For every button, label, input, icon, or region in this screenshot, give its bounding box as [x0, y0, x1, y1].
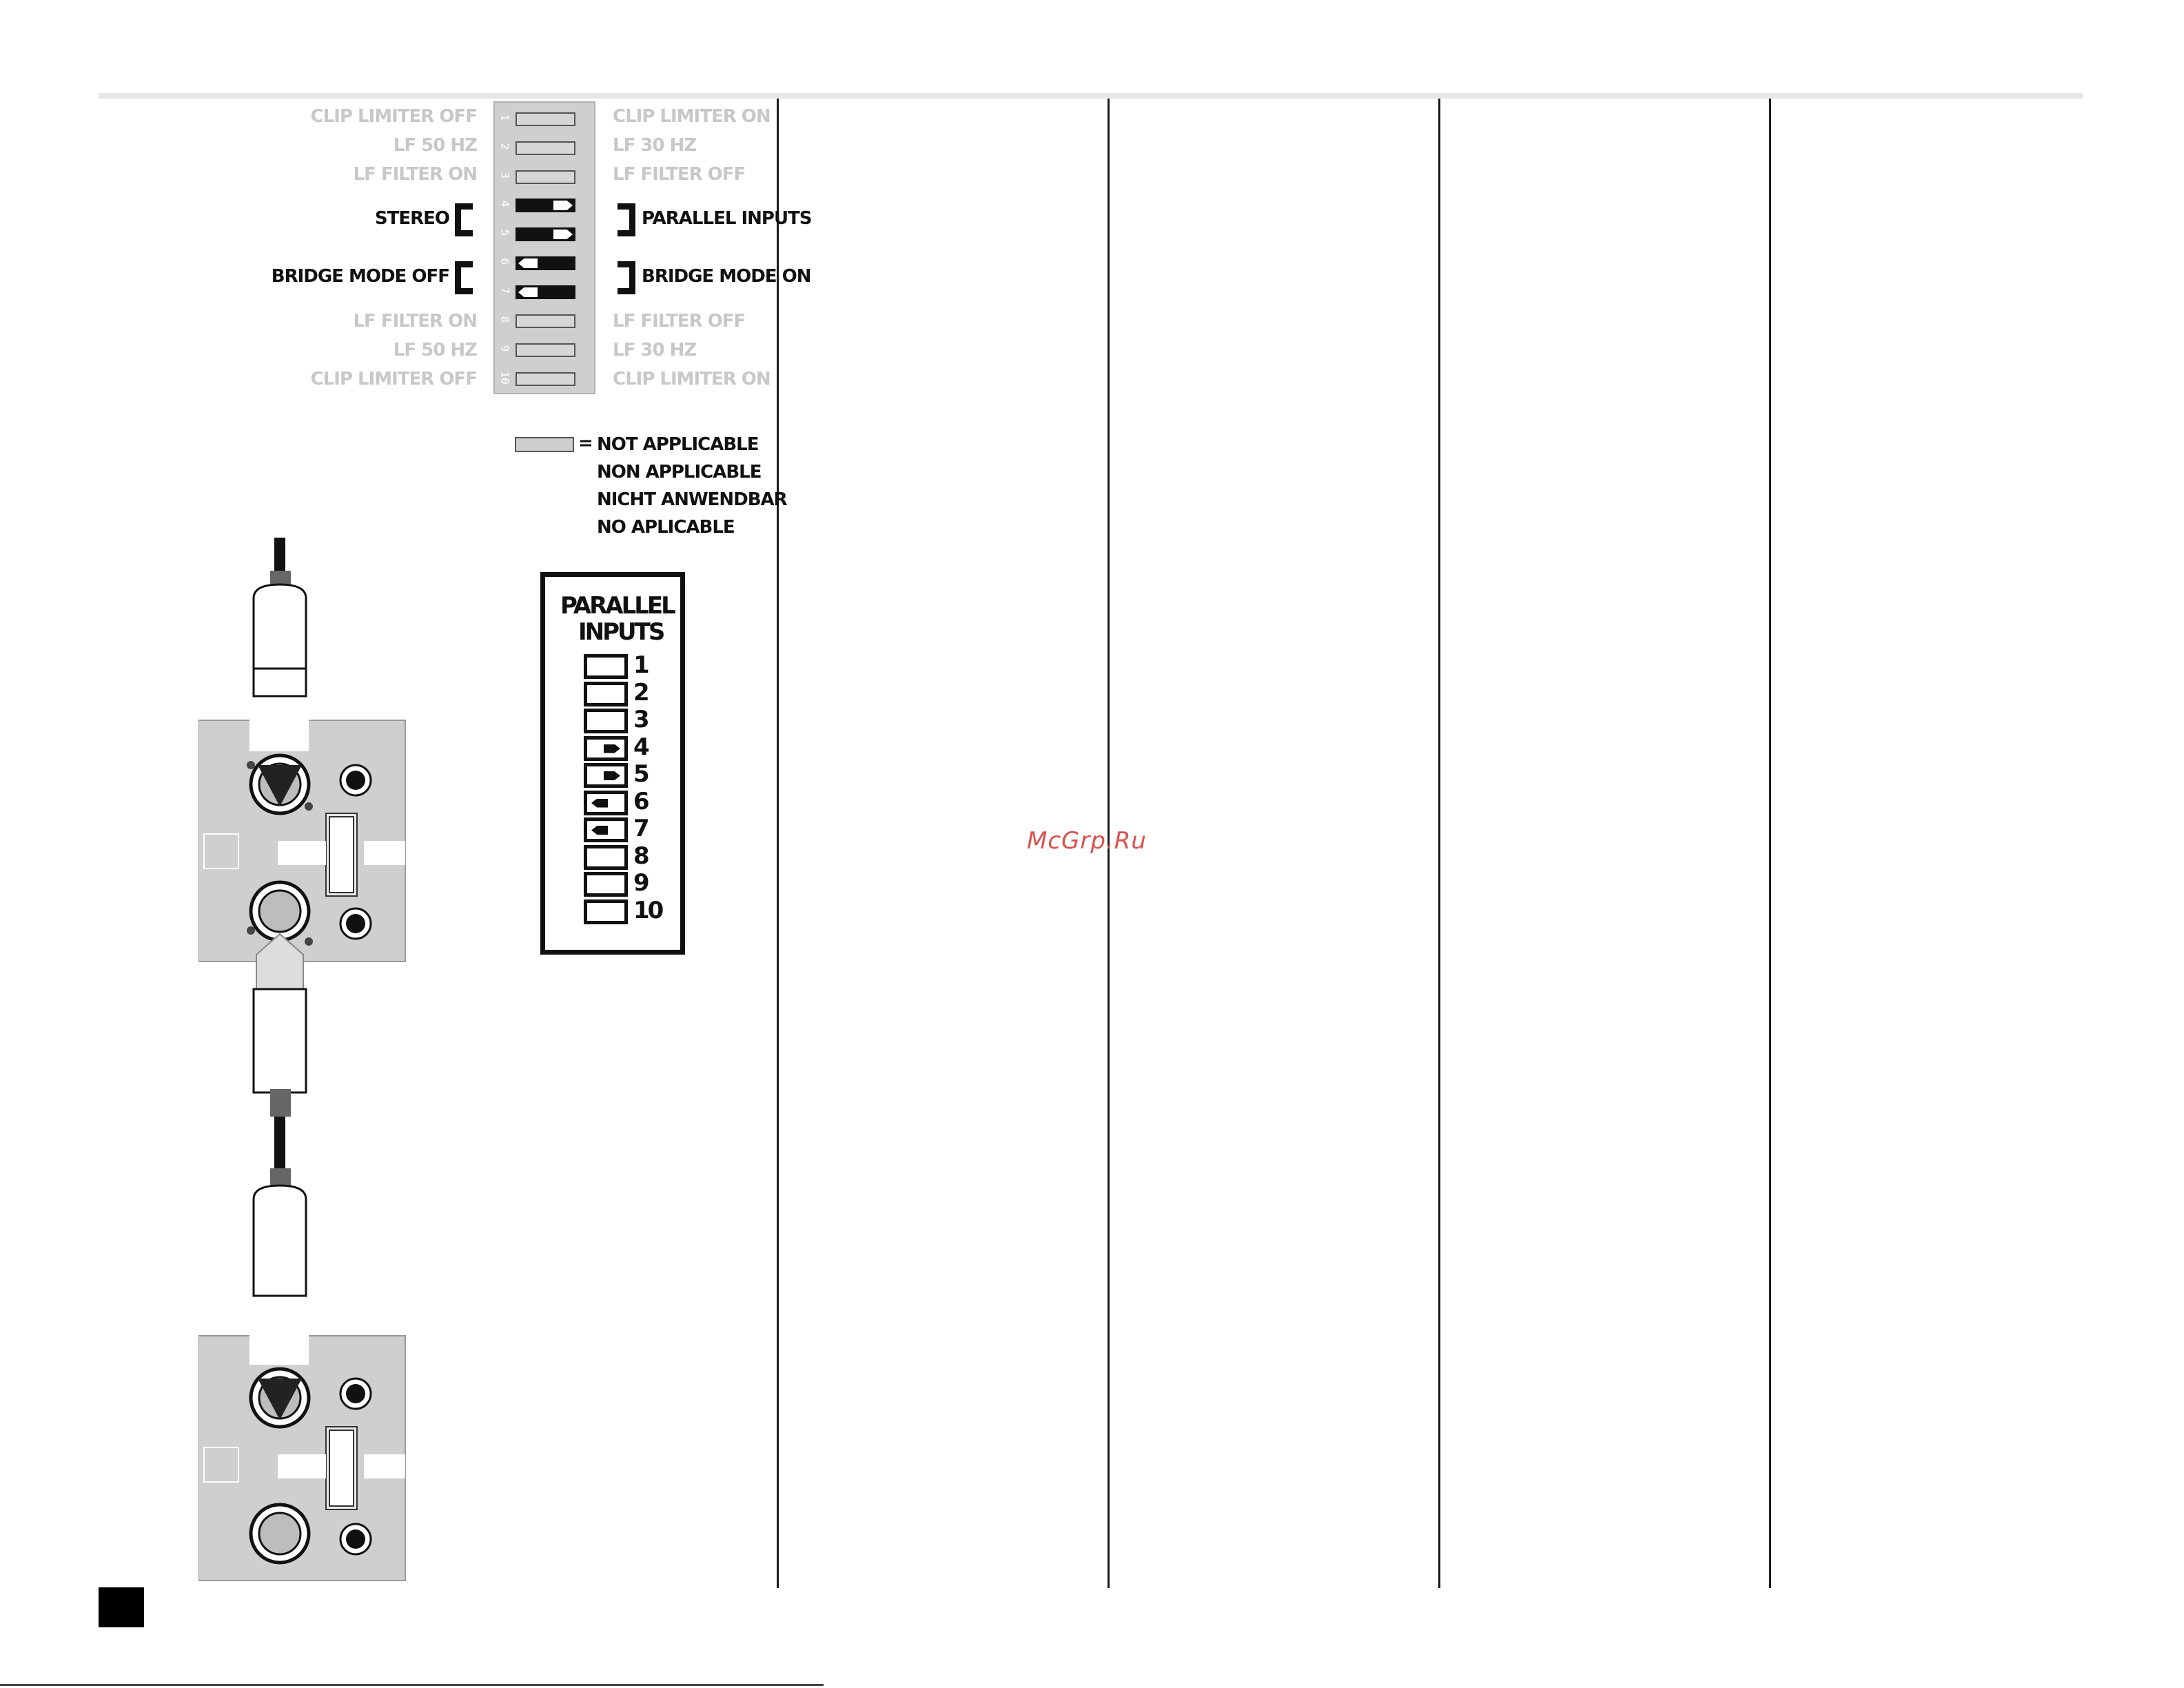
switch-number: 4: [498, 200, 512, 207]
bracket-right-parallel: [618, 203, 635, 236]
left-label-lf-filter-on: LF FILTER ON: [353, 164, 478, 185]
panel-switch-number: 9: [633, 869, 650, 897]
panel-switch-marker: [591, 798, 608, 808]
switch-actuator: [518, 258, 538, 268]
left-label-lf-50hz: LF 50 HZ: [393, 340, 478, 360]
right-label-lf-30hz: LF 30 HZ: [613, 135, 697, 156]
panel-switch-7: [584, 817, 628, 842]
legend-line-4: NO APLICABLE: [597, 517, 735, 538]
panel-switch-marker: [604, 771, 620, 780]
right-label-clip-limiter-on: CLIP LIMITER ON: [613, 106, 771, 127]
panel-switch-4: [584, 735, 628, 761]
switch-number: 3: [498, 172, 512, 179]
dip-switch-5: [516, 227, 575, 241]
right-label-lf-30hz: LF 30 HZ: [613, 340, 697, 360]
dip-switch-3: [516, 170, 575, 184]
panel-title-line-2: INPUTS: [578, 618, 665, 646]
right-label-lf-filter-off: LF FILTER OFF: [613, 164, 746, 185]
right-label-clip-limiter-on: CLIP LIMITER ON: [613, 369, 771, 389]
left-label-clip-limiter-off: CLIP LIMITER OFF: [310, 369, 478, 389]
xlr-connection-illustration: [198, 538, 406, 1581]
switch-number: 2: [498, 143, 512, 150]
column-divider: [1769, 99, 1771, 1588]
left-label-stereo: STEREO: [374, 208, 450, 229]
column-divider: [1438, 99, 1440, 1588]
legend-line-3: NICHT ANWENDBAR: [597, 489, 788, 510]
dip-switch-1: [516, 112, 575, 126]
panel-switch-number: 7: [633, 815, 650, 842]
dip-switch-8: [516, 314, 575, 328]
right-label-bridge-mode-on: BRIDGE MODE ON: [642, 266, 811, 287]
panel-switch-number: 4: [633, 733, 650, 761]
bottom-rule: [0, 1684, 824, 1686]
dip-switch-panel: 1 2 3 4 5 6 7 8 9 10: [493, 101, 595, 394]
panel-switch-number: 2: [633, 678, 650, 706]
bracket-left-bridge: [455, 261, 473, 294]
left-label-lf-filter-on: LF FILTER ON: [353, 311, 478, 332]
right-label-parallel-inputs: PARALLEL INPUTS: [642, 208, 813, 229]
panel-switch-number: 6: [633, 787, 650, 815]
panel-switch-1: [584, 654, 628, 679]
switch-number: 7: [498, 287, 512, 294]
page-number-block: [99, 1587, 144, 1627]
dip-switch-2: [516, 141, 575, 155]
switch-number: 8: [498, 316, 512, 323]
dip-switch-6: [516, 256, 575, 270]
left-label-lf-50hz: LF 50 HZ: [393, 135, 478, 156]
panel-switch-number: 10: [633, 896, 664, 924]
panel-title-line-1: PARALLEL: [560, 592, 676, 620]
bracket-right-bridge: [618, 261, 635, 294]
panel-switch-number: 8: [633, 842, 650, 870]
dip-switch-10: [516, 372, 575, 386]
dip-switch-9: [516, 343, 575, 357]
legend-line-1: NOT APPLICABLE: [597, 434, 759, 455]
top-rule: [99, 93, 2083, 99]
panel-switch-2: [584, 681, 628, 706]
panel-switch-number: 3: [633, 706, 650, 733]
not-applicable-swatch: [515, 437, 574, 452]
left-label-clip-limiter-off: CLIP LIMITER OFF: [310, 106, 478, 127]
legend-equals: =: [578, 433, 593, 454]
left-label-bridge-mode-off: BRIDGE MODE OFF: [271, 266, 450, 287]
switch-number: 10: [498, 371, 512, 385]
watermark: McGrp.Ru: [1027, 827, 1147, 855]
switch-actuator: [553, 230, 573, 239]
panel-switch-8: [584, 844, 628, 870]
column-divider: [777, 99, 779, 1588]
column-divider: [1108, 99, 1110, 1588]
panel-switch-10: [584, 899, 628, 924]
switch-number: 9: [498, 345, 512, 352]
dip-switch-4: [516, 199, 575, 212]
switch-number: 1: [498, 114, 512, 121]
switch-actuator: [518, 287, 538, 297]
panel-switch-3: [584, 709, 628, 733]
panel-switch-5: [584, 763, 628, 788]
switch-number: 5: [498, 229, 512, 236]
panel-switch-9: [584, 872, 628, 897]
legend-line-2: NON APPLICABLE: [597, 462, 762, 482]
dip-switch-7: [516, 285, 575, 299]
panel-switch-marker: [604, 744, 620, 753]
right-label-lf-filter-off: LF FILTER OFF: [613, 311, 746, 332]
switch-actuator: [553, 201, 573, 210]
panel-switch-6: [584, 790, 628, 815]
switch-number: 6: [498, 258, 512, 265]
bracket-left-stereo: [455, 203, 473, 236]
panel-switch-number: 1: [633, 651, 650, 679]
panel-switch-marker: [591, 826, 608, 835]
panel-switch-number: 5: [633, 760, 650, 788]
